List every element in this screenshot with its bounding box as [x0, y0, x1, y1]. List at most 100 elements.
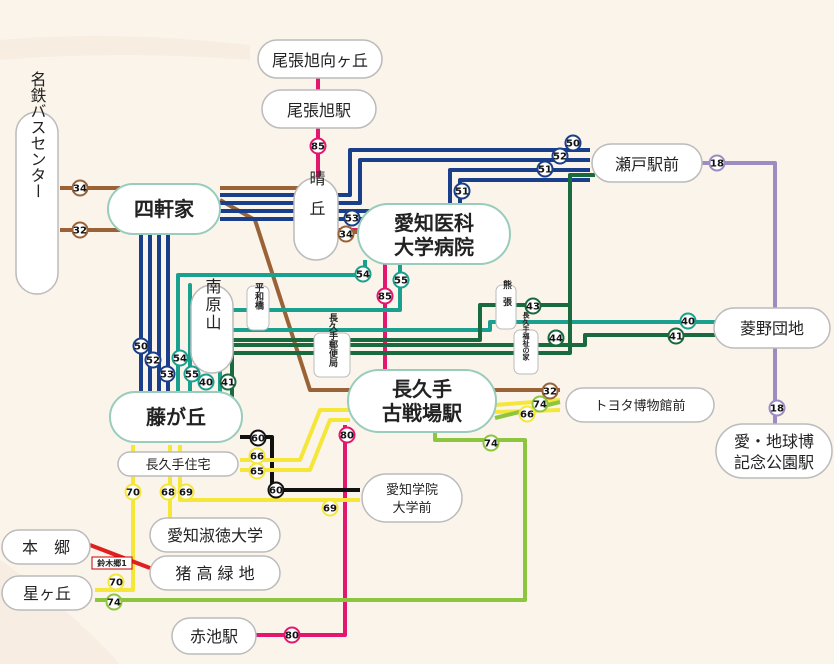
route-badge-68: 68: [159, 483, 177, 501]
station-fujigaoka[interactable]: 藤が丘: [109, 391, 243, 443]
station-inokodaira[interactable]: 猪 高 緑 地: [149, 555, 281, 591]
route-badge-label: 53: [160, 370, 174, 381]
station-label-seto-ekimae: 瀬戸駅前: [615, 155, 679, 174]
station-hoshigaoka[interactable]: 星ヶ丘: [1, 575, 93, 611]
station-label-owari-asahi-eki: 尾張旭駅: [287, 101, 351, 120]
station-label-aichi-gakuin-1: 愛知学院: [386, 482, 438, 498]
route-badge-label: 18: [770, 404, 784, 415]
station-minami-harayama[interactable]: 南原山: [190, 278, 234, 374]
route-badge-54: 54: [354, 265, 372, 283]
station-label-fujigaoka: 藤が丘: [145, 405, 206, 429]
station-aichi-gakuin[interactable]: 愛知学院 大学前: [361, 473, 463, 523]
station-label-aichi-ika-1: 愛知医科: [394, 211, 474, 235]
route-badge-label: 52: [146, 356, 160, 367]
station-meitetsu-bus-center[interactable]: 名鉄バスセンター: [15, 71, 59, 295]
route-badge-44: 44: [547, 329, 565, 347]
route-badge-label: 51: [455, 187, 469, 198]
station-label-aichi-gakuin-2: 大学前: [392, 500, 431, 516]
route-badge-label: 53: [345, 214, 359, 225]
route-badge-40: 40: [197, 373, 215, 391]
stop-nagakute-fukushi[interactable]: 長久手福祉の家: [513, 311, 539, 375]
station-label-meitetsu-bus-center: 名鉄バスセンター: [28, 71, 47, 199]
route-badge-label: 50: [566, 139, 580, 150]
station-haruoka[interactable]: 晴丘: [293, 170, 339, 261]
stop-label-nagakute-fukushi: 長久手福祉の家: [522, 311, 531, 362]
route-badge-label: 69: [179, 488, 193, 499]
route-badge-label: 80: [340, 431, 354, 442]
route-badge-53: 53: [158, 365, 176, 383]
route-badge-50: 50: [132, 337, 150, 355]
route-badge-74: 74: [105, 593, 123, 611]
station-label-yokkenya: 四軒家: [134, 197, 195, 221]
station-label-minami-harayama: 南原山: [203, 278, 222, 332]
route-badge-65: 65: [248, 462, 266, 480]
route-badge-60: 60: [249, 429, 267, 447]
route1-stop-label: 鈴木郷1: [97, 558, 127, 568]
station-label-akaike: 赤池駅: [190, 627, 238, 646]
route-badge-32: 32: [71, 221, 89, 239]
station-nagakute-jutaku[interactable]: 長久手住宅: [117, 451, 239, 477]
route-badge-51: 51: [453, 182, 471, 200]
route-badge-label: 69: [323, 504, 337, 515]
route-badge-label: 85: [311, 142, 325, 153]
route-badge-label: 18: [710, 159, 724, 170]
station-label-owari-asahi-mukaigaoka: 尾張旭向ヶ丘: [272, 51, 368, 70]
stop-heiwabashi[interactable]: 平和橋: [246, 282, 270, 331]
stop-kumahari[interactable]: 熊張: [495, 279, 517, 330]
route-badge-label: 66: [520, 410, 534, 421]
route-badge-label: 74: [107, 598, 121, 609]
station-expo-park[interactable]: 愛・地球博 記念公園駅: [715, 423, 833, 479]
route-badge-label: 52: [553, 152, 567, 163]
station-hongo[interactable]: 本 郷: [1, 529, 91, 565]
station-seto-ekimae[interactable]: 瀬戸駅前: [591, 143, 703, 183]
route-badge-label: 55: [185, 370, 199, 381]
route-badge-69: 69: [177, 483, 195, 501]
route-badge-55: 55: [392, 271, 410, 289]
route-badge-74: 74: [482, 434, 500, 452]
route-badge-32: 32: [541, 382, 559, 400]
station-toyota-museum[interactable]: トヨタ博物館前: [565, 387, 715, 423]
station-aichi-ika[interactable]: 愛知医科 大学病院: [357, 203, 511, 265]
route-badge-43: 43: [524, 297, 542, 315]
route-badge-label: 34: [73, 184, 87, 195]
station-hishino-danchi[interactable]: 菱野団地: [713, 307, 831, 349]
stop-nagakute-yubinkyoku[interactable]: 長久手郵便局: [313, 313, 351, 378]
route-badge-80: 80: [283, 626, 301, 644]
route-badge-54: 54: [171, 349, 189, 367]
station-owari-asahi-eki[interactable]: 尾張旭駅: [261, 89, 377, 129]
route-badge-41: 41: [667, 327, 685, 345]
route-badge-label: 60: [269, 486, 283, 497]
route-badge-label: 32: [543, 387, 557, 398]
stop-label-kumahari: 熊張: [501, 279, 512, 314]
stop-label-nagakute-yubinkyoku: 長久手郵便局: [327, 313, 338, 368]
station-label-aichi-shukutoku: 愛知淑徳大学: [167, 526, 263, 545]
route-badge-80: 80: [338, 426, 356, 444]
route-badge-label: 68: [161, 488, 175, 499]
route-badge-label: 41: [669, 332, 683, 343]
route-badge-69: 69: [321, 499, 339, 517]
route-badge-label: 70: [126, 488, 140, 499]
station-label-nagakute-2: 古戦場駅: [382, 401, 462, 425]
route-badge-label: 44: [549, 334, 563, 345]
route-badge-60: 60: [267, 481, 285, 499]
route-badge-18: 18: [768, 399, 786, 417]
station-label-nagakute-1: 長久手: [392, 377, 452, 401]
route-badge-66: 66: [518, 405, 536, 423]
station-label-haruoka: 晴丘: [307, 170, 326, 230]
station-akaike[interactable]: 赤池駅: [171, 617, 257, 655]
station-label-inokodaira: 猪 高 緑 地: [175, 564, 254, 583]
station-owari-asahi-mukaigaoka[interactable]: 尾張旭向ヶ丘: [257, 39, 383, 79]
station-nagakute-kosenjo[interactable]: 長久手 古戦場駅: [347, 369, 497, 433]
route-badge-55: 55: [183, 365, 201, 383]
route-badge-52: 52: [551, 147, 569, 165]
stop-route1-label: 鈴木郷1: [91, 556, 133, 570]
route-badge-label: 54: [173, 354, 187, 365]
route-badge-label: 32: [73, 226, 87, 237]
station-aichi-shukutoku[interactable]: 愛知淑徳大学: [149, 517, 281, 553]
route-badge-41: 41: [219, 373, 237, 391]
station-yokkenya[interactable]: 四軒家: [107, 183, 221, 235]
station-label-hongo: 本 郷: [22, 538, 70, 557]
route-badge-34: 34: [337, 225, 355, 243]
route-badge-label: 54: [356, 270, 370, 281]
